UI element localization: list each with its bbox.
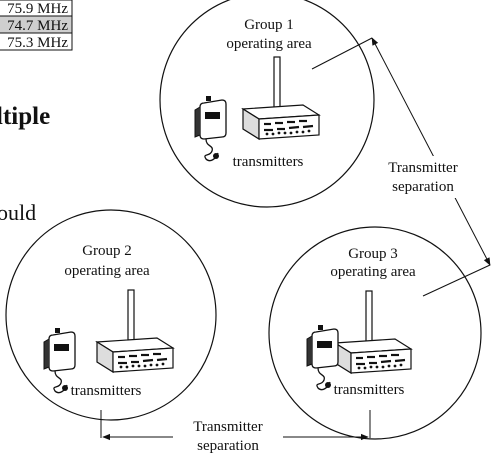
- transmitters-label: transmitters: [334, 382, 405, 398]
- label-mask: [376, 156, 474, 198]
- body-text-fragment: ould: [0, 200, 36, 225]
- separation-label-bottom-2: separation: [197, 438, 259, 454]
- group-title: Group 2: [82, 243, 132, 259]
- frequency-table: 75.9 MHz 74.7 MHz 75.3 MHz: [0, 0, 73, 51]
- leader-line: [311, 37, 373, 70]
- group-subtitle: operating area: [330, 264, 416, 280]
- group-1-area: Group 1 operating area transmitters: [159, 0, 375, 208]
- frequency-value: 75.9 MHz: [7, 1, 68, 17]
- transmitters-label: transmitters: [71, 383, 142, 399]
- transmitters-label: transmitters: [233, 154, 304, 170]
- section-heading-fragment: ltiple: [0, 103, 50, 130]
- frequency-value: 74.7 MHz: [7, 18, 68, 34]
- leader-line: [422, 264, 491, 297]
- group-title: Group 3: [348, 246, 398, 262]
- separation-label-bottom: Transmitter: [193, 419, 262, 435]
- group-subtitle: operating area: [226, 36, 312, 52]
- group-3-area: Group 3 operating area transmitters: [268, 226, 491, 440]
- group-2-area: Group 2 operating area transmitters: [5, 209, 217, 421]
- separation-label-diagonal: Transmitter: [388, 160, 457, 176]
- frequency-value: 75.3 MHz: [7, 35, 68, 51]
- frequency-row: [0, 32, 73, 51]
- group-subtitle: operating area: [64, 263, 150, 279]
- separation-arrow-diagonal: [371, 37, 491, 266]
- separation-label-diagonal-2: separation: [392, 179, 454, 195]
- group-title: Group 1: [244, 17, 294, 33]
